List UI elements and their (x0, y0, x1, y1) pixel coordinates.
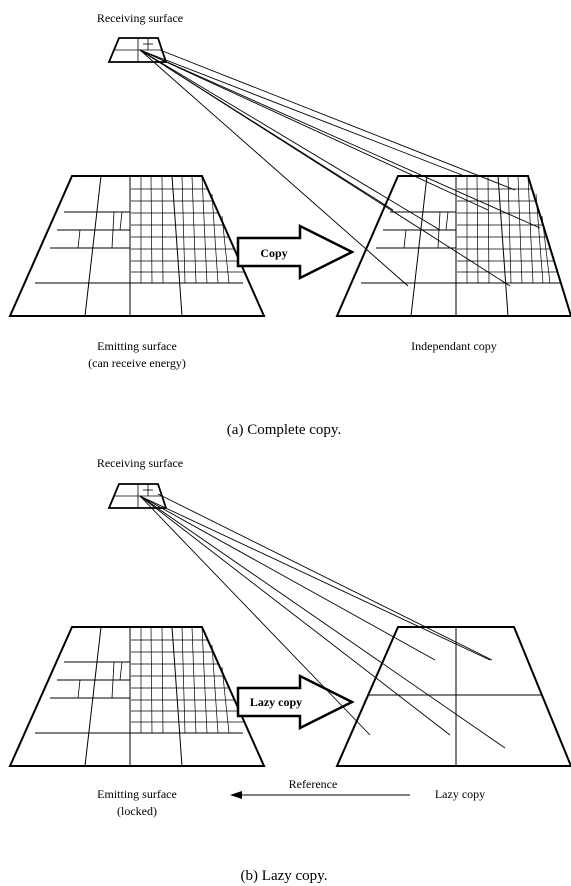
independant-copy-label: Independant copy (411, 339, 497, 353)
reference-label: Reference (289, 777, 338, 791)
caption-a: (a) Complete copy. (227, 422, 341, 438)
lazy-copy-arrow: Lazy copy (236, 673, 355, 731)
caption-b: (b) Lazy copy. (241, 868, 328, 884)
receiving-surface-label: Receiving surface (97, 456, 183, 470)
emitting-surface-label: Emitting surface (97, 339, 177, 353)
panel-b: Receiving surface (8, 456, 571, 884)
emitting-surface[interactable] (8, 175, 266, 317)
emitting-surface-label: Emitting surface (97, 787, 177, 801)
reference-arrow: Reference (230, 777, 410, 799)
energy-rays (139, 49, 541, 287)
emitting-surface-sublabel: (can receive energy) (88, 356, 186, 370)
panel-a: Receiving surface (8, 11, 571, 438)
copy-arrow: Copy (236, 223, 355, 281)
receiving-surface-label: Receiving surface (97, 11, 183, 25)
lazy-copy-label: Lazy copy (435, 787, 485, 801)
lazy-copy-arrow-label: Lazy copy (250, 695, 302, 709)
copy-arrow-label: Copy (260, 246, 287, 260)
emitting-surface-sublabel: (locked) (117, 804, 157, 818)
energy-rays (139, 493, 506, 749)
emitting-surface-locked[interactable] (8, 626, 266, 767)
lazy-copy-surface[interactable] (335, 626, 571, 767)
independant-copy-surface[interactable] (335, 175, 571, 317)
